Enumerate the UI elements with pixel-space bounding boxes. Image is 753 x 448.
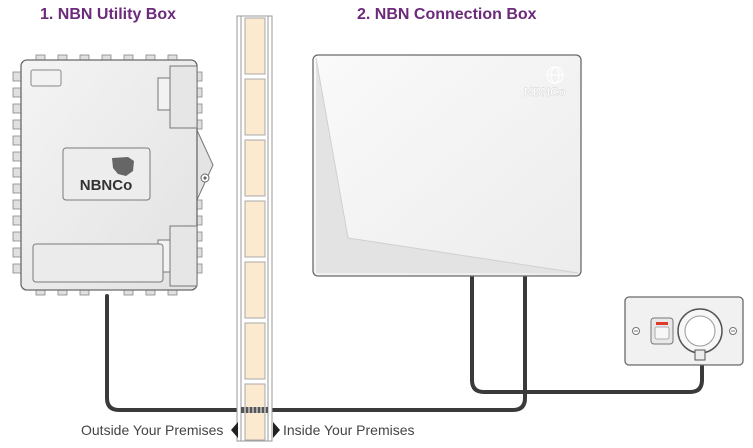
australia-icon: [112, 157, 134, 176]
wall: [236, 15, 273, 442]
cables: [105, 274, 704, 412]
connection-box-title: 2. NBN Connection Box: [357, 6, 537, 23]
power-outlet: [624, 296, 744, 366]
outside-arrow-icon: [231, 422, 238, 438]
utility-box: NBNCo: [12, 54, 214, 296]
outside-premises-label: Outside Your Premises: [81, 422, 224, 438]
indoor-cable: [470, 274, 704, 394]
inside-arrow-icon: [273, 422, 280, 438]
inside-premises-label: Inside Your Premises: [283, 422, 415, 438]
connection-box-logo: NBNCo: [524, 85, 566, 99]
outdoor-cable: [105, 274, 527, 412]
globe-icon: [546, 66, 564, 84]
connection-box: NBNCo: [312, 54, 582, 277]
utility-box-logo: NBNCo: [80, 177, 133, 194]
utility-box-title: 1. NBN Utility Box: [40, 6, 177, 23]
